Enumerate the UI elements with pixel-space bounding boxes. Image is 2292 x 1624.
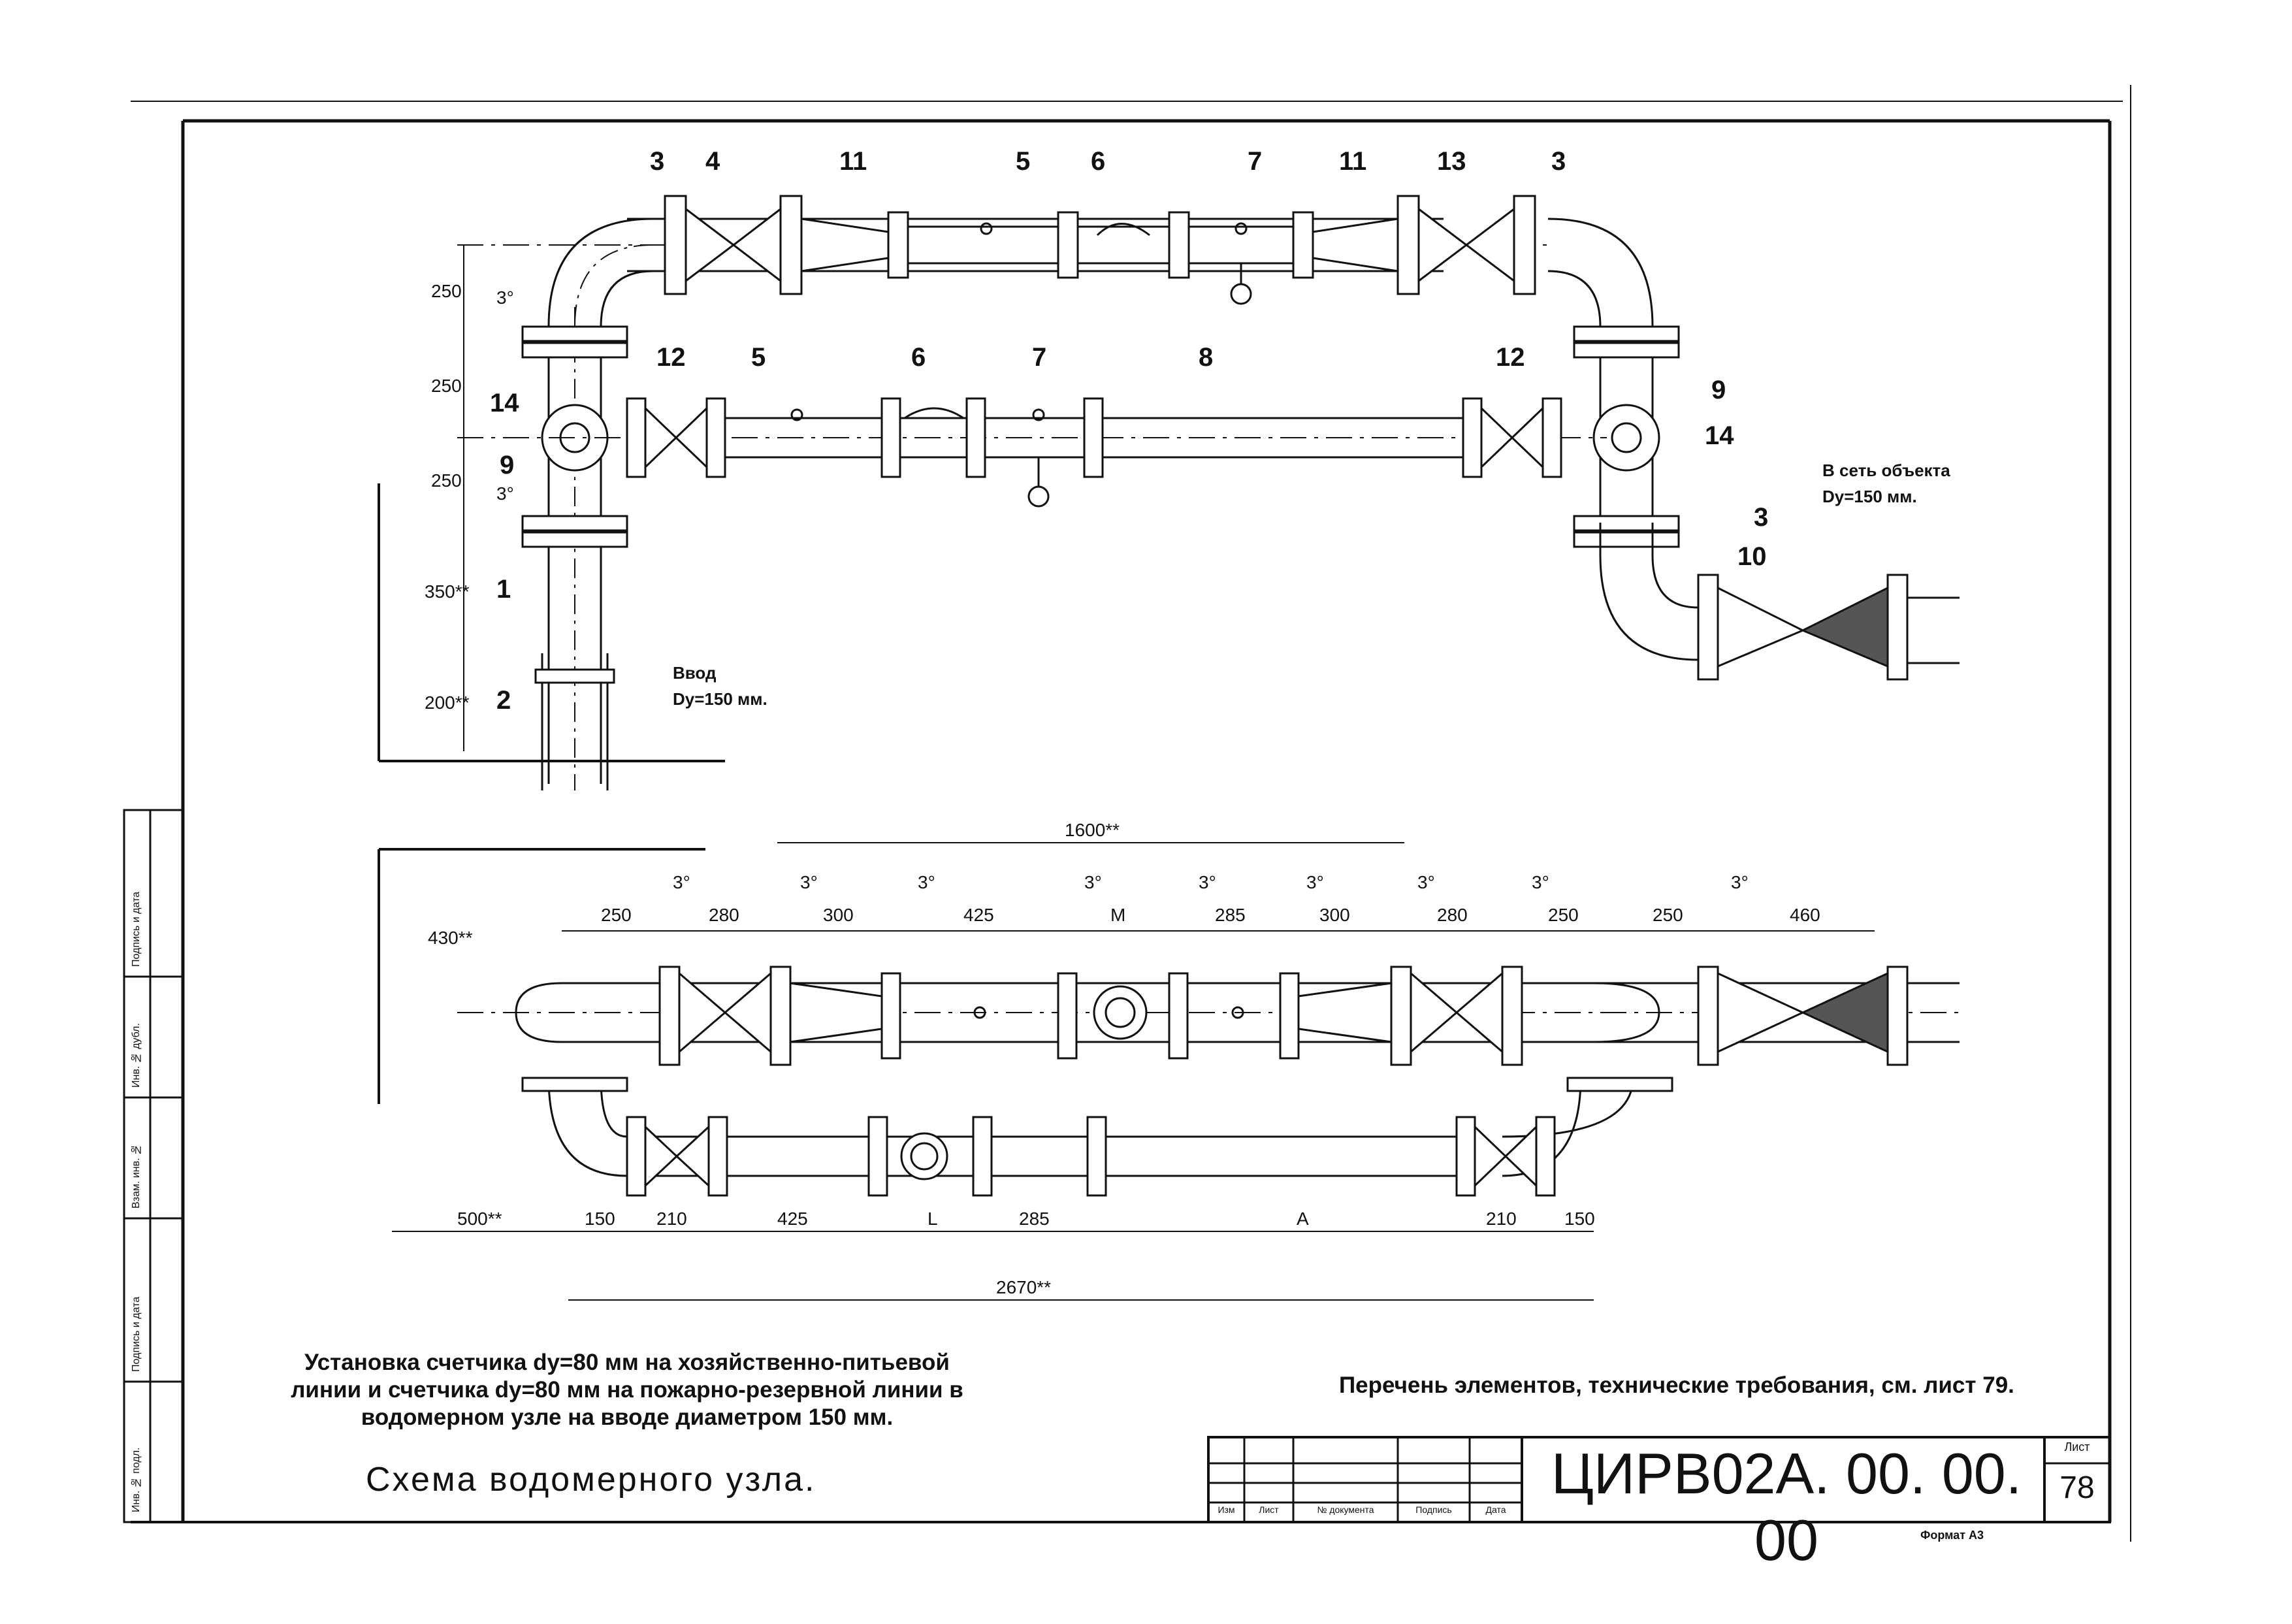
reference-note: Перечень элементов, технические требован… [1339, 1372, 2014, 1398]
drawing-title: Схема водомерного узла. [366, 1461, 816, 1499]
top-dim-280: 280 [709, 905, 739, 925]
top-dim-250: 250 [601, 905, 632, 925]
bottom-dim-L: L [928, 1209, 938, 1229]
callout-4: 4 [705, 147, 720, 176]
stamp-inv-podl: Инв. № подл. [131, 1447, 142, 1513]
callout-9-right: 9 [1711, 376, 1726, 404]
callout-3-outlet: 3 [1754, 503, 1769, 532]
vdim-200: 200** [425, 692, 470, 713]
vdim-250-b: 250 [431, 376, 462, 396]
callout-6-lower: 6 [911, 343, 926, 372]
tb-header-izm: Изм [1218, 1504, 1235, 1515]
top-dim-280-right: 280 [1437, 905, 1468, 925]
callout-8: 8 [1199, 343, 1214, 372]
top-dim-250-right: 250 [1548, 905, 1579, 925]
bottom-dim-210: 210 [656, 1209, 687, 1229]
slope-label-mid: 3° [496, 483, 514, 504]
plan-slope-4: 3° [1084, 872, 1102, 892]
stamp-sign-date-top: Подпись и дата [131, 891, 142, 967]
callout-2: 2 [496, 686, 511, 715]
vdim-250-a: 250 [431, 281, 462, 301]
top-dim-250-outlet: 250 [1653, 905, 1683, 925]
tb-header-doc: № документа [1317, 1504, 1374, 1515]
vdim-250-c: 250 [431, 470, 462, 491]
callout-3-right: 3 [1551, 147, 1566, 176]
plan-slope-2: 3° [800, 872, 818, 892]
plan-slope-7: 3° [1417, 872, 1435, 892]
callout-11-left: 11 [839, 147, 867, 176]
slope-label-top: 3° [496, 287, 514, 308]
dim-height-430: 430** [428, 928, 473, 948]
dim-overall-top: 1600** [1065, 820, 1120, 840]
dim-overall-bottom: 2670** [996, 1277, 1052, 1297]
bottom-dim-425: 425 [777, 1209, 808, 1229]
top-dim-300: 300 [823, 905, 854, 925]
callout-12-right: 12 [1496, 343, 1525, 372]
outlet-label: В сеть объекта [1822, 461, 1950, 480]
vdim-350: 350** [425, 581, 470, 602]
bottom-dim-150-right: 150 [1564, 1209, 1595, 1229]
callout-9-left: 9 [500, 451, 515, 479]
callout-14-left: 14 [490, 389, 519, 417]
callout-14-right: 14 [1705, 421, 1734, 450]
bottom-dim-285: 285 [1019, 1209, 1050, 1229]
caption-line-1: Установка счетчика dy=80 мм на хозяйстве… [304, 1350, 950, 1375]
callout-7-lower: 7 [1032, 343, 1047, 372]
tb-header-date: Дата [1485, 1504, 1506, 1515]
top-dim-285: 285 [1215, 905, 1246, 925]
document-code: ЦИРВ02А. 00. 00. 00 [1551, 1441, 2022, 1572]
sheet-label: Лист [2064, 1440, 2090, 1453]
plan-slope-3: 3° [918, 872, 935, 892]
callout-5-lower: 5 [751, 343, 766, 372]
caption-block: Установка счетчика dy=80 мм на хозяйстве… [255, 1349, 999, 1431]
format-label: Формат А3 [1920, 1529, 1984, 1542]
stamp-inv-dubl: Инв. № дубл. [131, 1023, 142, 1088]
plan-slope-8: 3° [1532, 872, 1549, 892]
callout-7-upper: 7 [1248, 147, 1263, 176]
callout-12-left: 12 [656, 343, 686, 372]
callout-13: 13 [1437, 147, 1466, 176]
callout-11-right: 11 [1339, 147, 1367, 176]
callout-10: 10 [1737, 542, 1767, 571]
outlet-size: Dy=150 мм. [1822, 487, 1917, 506]
top-dim-300-right: 300 [1319, 905, 1350, 925]
bottom-dim-A: A [1297, 1209, 1309, 1229]
callout-3-left: 3 [650, 147, 665, 176]
bottom-dim-500: 500** [457, 1209, 502, 1229]
bottom-dim-210-right: 210 [1486, 1209, 1517, 1229]
inlet-label: Ввод [673, 663, 717, 683]
stamp-sign-date-bottom: Подпись и дата [131, 1296, 142, 1372]
callout-1: 1 [496, 575, 511, 604]
tb-header-sign: Подпись [1415, 1504, 1452, 1515]
top-dim-460: 460 [1790, 905, 1820, 925]
plan-slope-1: 3° [673, 872, 690, 892]
stamp-vzam-inv: Взам. инв. № [131, 1144, 142, 1209]
caption-line-3: водомерном узле на вводе диаметром 150 м… [361, 1405, 894, 1430]
top-dim-425: 425 [963, 905, 994, 925]
inlet-size: Dy=150 мм. [673, 689, 767, 709]
plan-slope-9: 3° [1731, 872, 1749, 892]
tb-header-list: Лист [1259, 1504, 1279, 1515]
sheet-number: 78 [2059, 1470, 2095, 1505]
bottom-dim-150: 150 [585, 1209, 615, 1229]
callout-6-upper: 6 [1091, 147, 1106, 176]
caption-line-2: линии и счетчика dy=80 мм на пожарно-рез… [291, 1377, 963, 1403]
plan-slope-6: 3° [1306, 872, 1324, 892]
callout-5-upper: 5 [1016, 147, 1031, 176]
plan-slope-5: 3° [1199, 872, 1216, 892]
top-dim-M: M [1110, 905, 1126, 925]
